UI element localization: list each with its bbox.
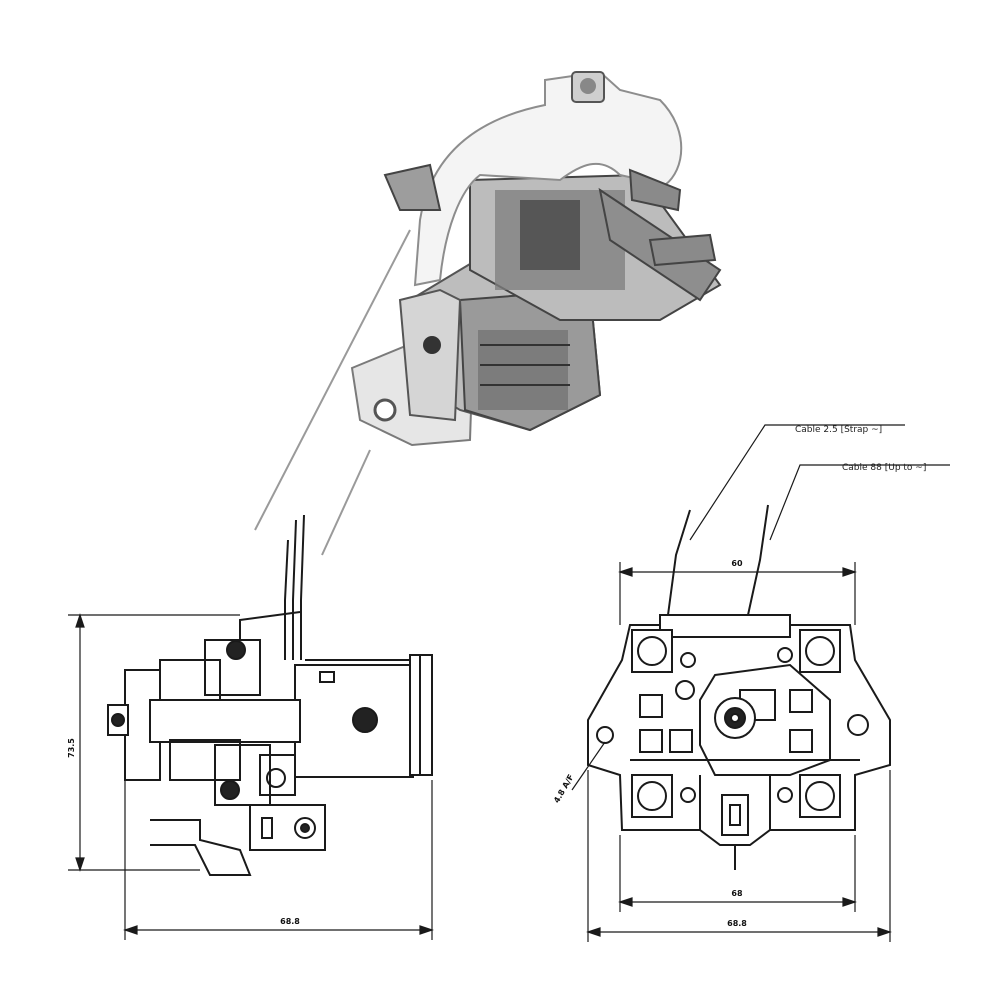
cable-callout-2: Cable 88 [Up to ~]: [842, 463, 926, 473]
mounting-hole-dimension: 4.8 A/F: [552, 773, 576, 805]
front-view-drawing: [587, 504, 891, 870]
side-view-drawing: [107, 514, 433, 876]
front-view-dimensions: [571, 424, 950, 942]
front-inner-width-dimension: 68: [731, 889, 743, 898]
cable-callout-1: Cable 2.5 [Strap ~]: [795, 425, 882, 435]
front-top-dimension: 60: [731, 559, 743, 568]
side-height-dimension: 73.5: [67, 738, 76, 758]
side-length-dimension: 68.8: [280, 917, 300, 926]
side-view-dimensions: [68, 613, 434, 940]
solenoid-photo: [254, 70, 722, 556]
front-outer-width-dimension: 68.8: [727, 919, 747, 928]
